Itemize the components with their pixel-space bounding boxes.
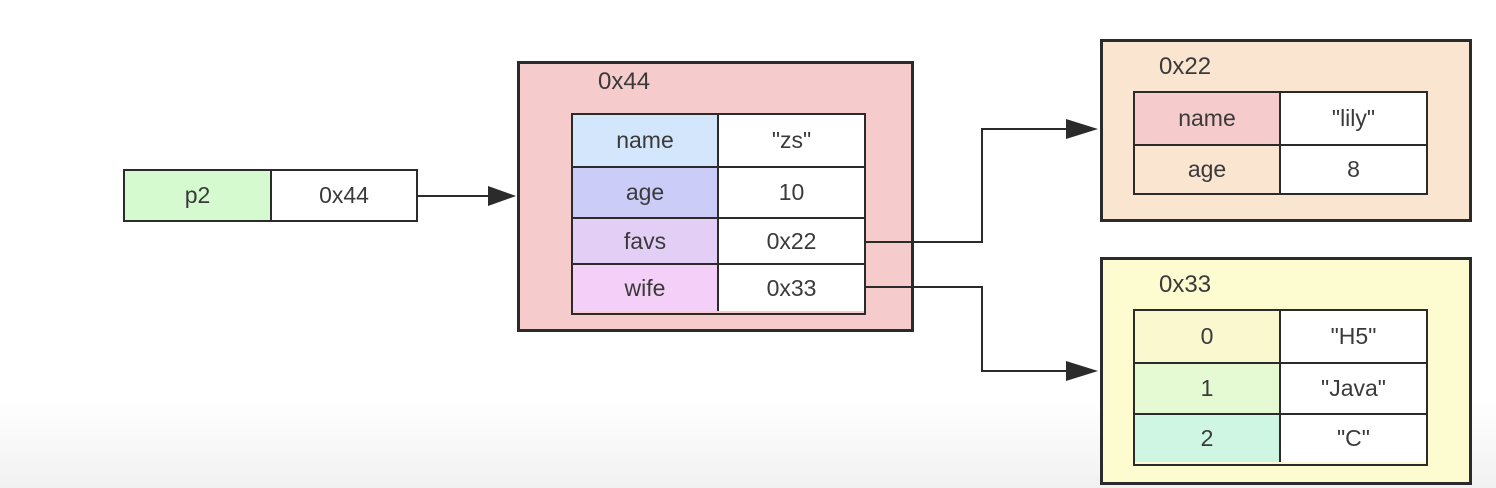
value-cell: "zs" xyxy=(719,115,864,166)
value-cell: "H5" xyxy=(1281,311,1426,362)
key-cell: age xyxy=(1135,146,1281,193)
object-address-0x33: 0x33 xyxy=(1159,271,1212,298)
table-row: 0 "H5" xyxy=(1135,311,1426,362)
table-row: favs 0x22 xyxy=(573,217,864,263)
object-address-0x44: 0x44 xyxy=(598,68,651,95)
key-cell: 0 xyxy=(1135,311,1281,362)
key-cell: favs xyxy=(573,219,719,263)
key-cell: name xyxy=(573,115,719,166)
table-row: age 8 xyxy=(1135,144,1426,193)
key-cell: 2 xyxy=(1135,415,1281,462)
variable-name-cell: p2 xyxy=(125,171,272,220)
key-cell: name xyxy=(1135,93,1281,144)
table-row: name "zs" xyxy=(573,115,864,166)
key-cell: age xyxy=(573,168,719,217)
variable-value-cell: 0x44 xyxy=(272,171,416,220)
value-cell: "lily" xyxy=(1281,93,1426,144)
key-cell: wife xyxy=(573,265,719,311)
table-row: 2 "C" xyxy=(1135,413,1426,462)
object-table-0x33: 0 "H5" 1 "Java" 2 "C" xyxy=(1133,309,1428,466)
value-cell: 0x33 xyxy=(719,265,864,311)
value-cell: 8 xyxy=(1281,146,1426,193)
value-cell: 0x22 xyxy=(719,219,864,263)
table-row: name "lily" xyxy=(1135,93,1426,144)
variable-p2[interactable]: p2 0x44 xyxy=(123,169,418,222)
arrow-p2-to-0x44 xyxy=(418,186,516,206)
object-table-0x22: name "lily" age 8 xyxy=(1133,91,1428,195)
value-cell: 10 xyxy=(719,168,864,217)
table-row: 1 "Java" xyxy=(1135,362,1426,413)
object-table-0x44: name "zs" age 10 favs 0x22 wife 0x33 xyxy=(571,113,866,315)
value-cell: "Java" xyxy=(1281,364,1426,413)
object-address-0x22: 0x22 xyxy=(1159,53,1212,80)
value-cell: "C" xyxy=(1281,415,1426,462)
key-cell: 1 xyxy=(1135,364,1281,413)
table-row: age 10 xyxy=(573,166,864,217)
table-row: wife 0x33 xyxy=(573,263,864,311)
